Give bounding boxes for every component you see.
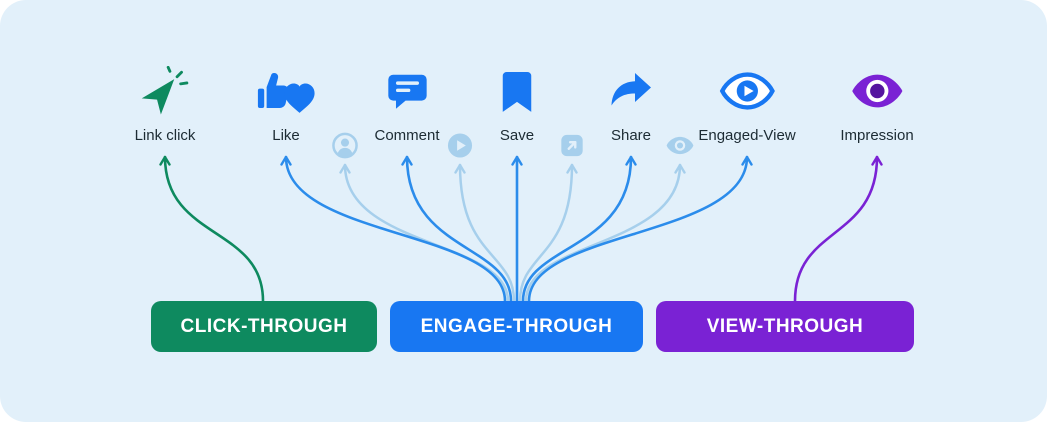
- metric-label: Impression: [840, 127, 914, 144]
- cursor-click-icon: [140, 64, 190, 118]
- arrow-engage-to-views: [524, 163, 686, 303]
- metric-save: Save: [498, 64, 536, 144]
- engage-through-label: ENGAGE-THROUGH: [420, 315, 613, 337]
- share-arrow-icon: [607, 64, 655, 118]
- metric-like: Like: [255, 64, 317, 144]
- thumbs-up-heart-icon: [255, 64, 317, 118]
- avatar-icon: [332, 132, 359, 164]
- view-through-label: VIEW-THROUGH: [706, 315, 864, 337]
- metric-share: Share: [607, 64, 655, 144]
- metric-label: Comment: [374, 127, 440, 144]
- metric-label: Share: [610, 127, 652, 144]
- metric-label: Like: [272, 127, 300, 144]
- arrow-engage-to-engaged-view: [527, 155, 753, 303]
- metric-comment: Comment: [374, 64, 440, 144]
- bookmark-icon: [498, 64, 536, 118]
- metric-label: Link click: [134, 127, 196, 144]
- metric-link-click: Link click: [134, 64, 196, 144]
- arrow-engage-to-comment: [401, 155, 513, 303]
- speech-bubble-icon: [384, 64, 430, 118]
- metric-label: Save: [499, 127, 535, 144]
- arrow-engage-to-share: [521, 155, 637, 303]
- arrow-engage-to-expand: [518, 163, 578, 303]
- arrow-engage-to-profile: [339, 163, 510, 303]
- arrow-engage-to-like: [280, 155, 507, 303]
- arrow-engage-to-video-play: [454, 163, 516, 303]
- click-through-pill: CLICK-THROUGH: [151, 301, 377, 352]
- engage-through-pill: ENGAGE-THROUGH: [390, 301, 643, 352]
- metric-label: Engaged-View: [698, 127, 796, 144]
- expand-icon: [559, 133, 585, 164]
- play-circle-icon: [447, 132, 474, 164]
- arrow-view-to-impression: [793, 155, 883, 303]
- eye-icon: [850, 64, 904, 118]
- arrow-click-to-link-click: [159, 155, 265, 303]
- small-eye-icon: [666, 135, 695, 161]
- metric-impression: Impression: [840, 64, 914, 144]
- click-through-label: CLICK-THROUGH: [180, 315, 348, 337]
- metric-engaged-view: Engaged-View: [698, 64, 796, 144]
- view-through-pill: VIEW-THROUGH: [656, 301, 914, 352]
- eye-play-icon: [719, 64, 775, 118]
